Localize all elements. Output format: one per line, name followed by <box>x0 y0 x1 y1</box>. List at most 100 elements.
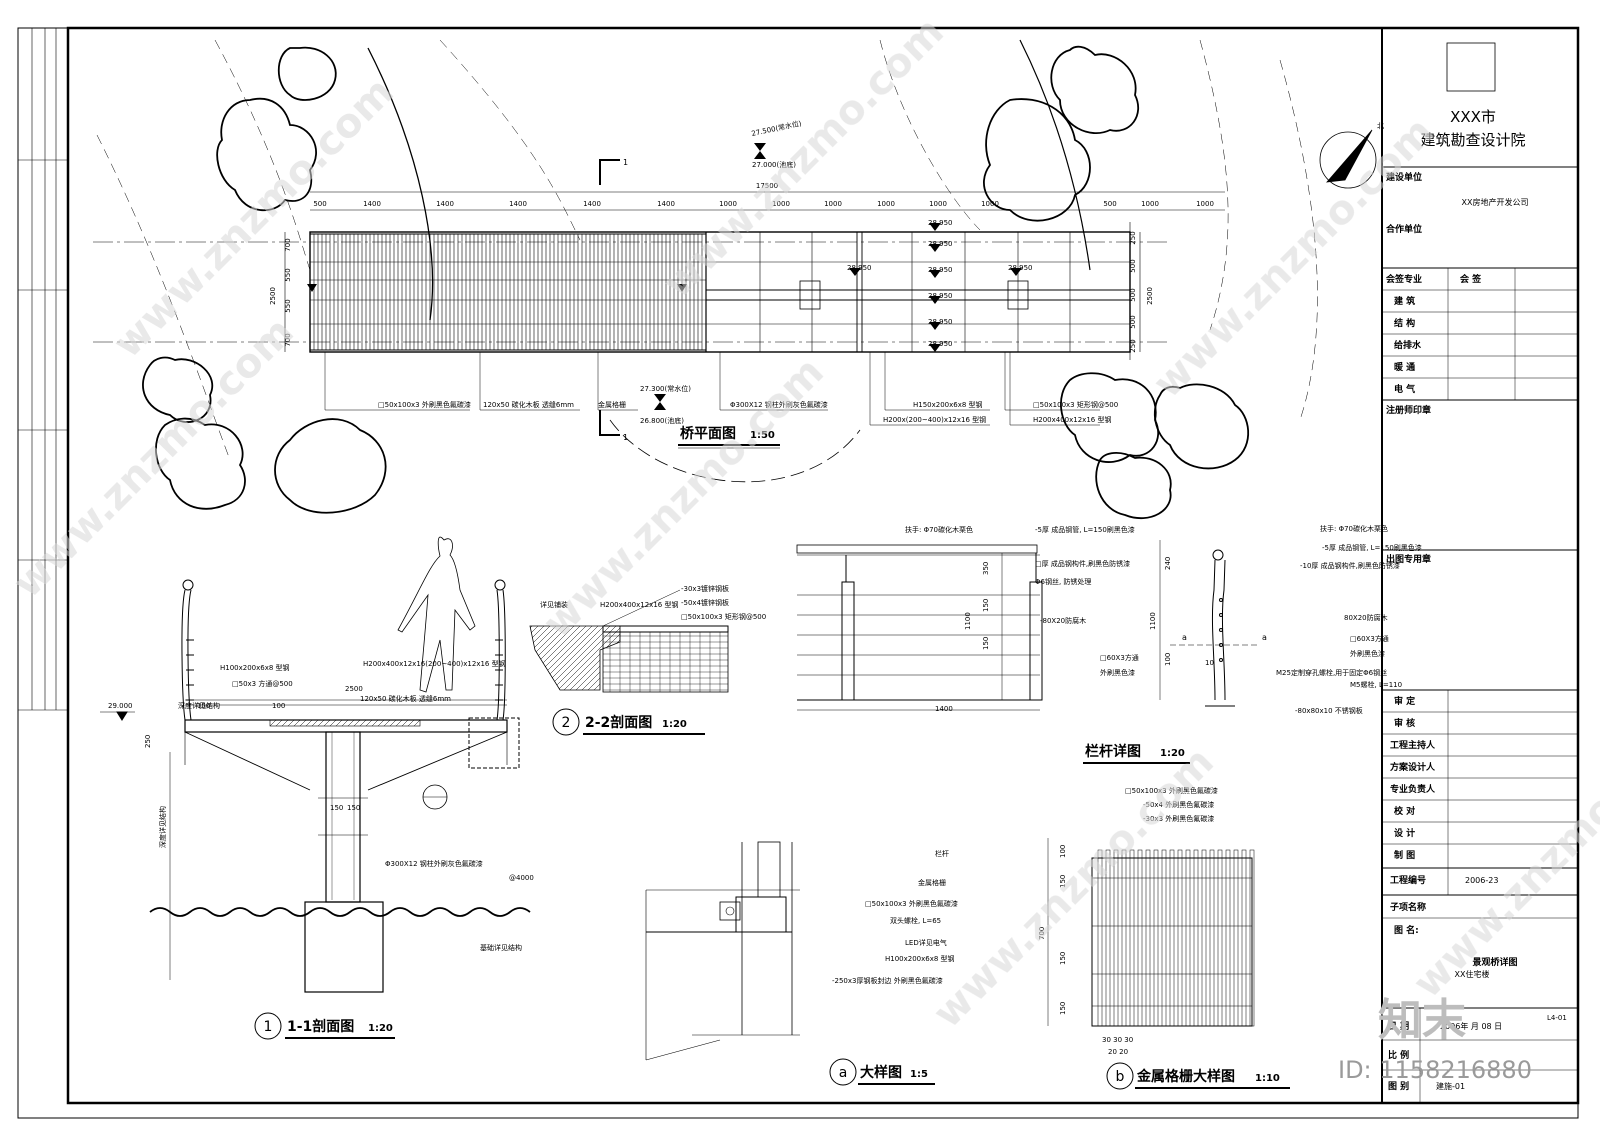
railing-section <box>1159 540 1260 707</box>
partner-label: 合作单位 <box>1386 223 1422 235</box>
tree-icon <box>983 45 1250 520</box>
svg-text:Φ300X12 钢柱外刷灰色氟碳漆: Φ300X12 钢柱外刷灰色氟碳漆 <box>730 400 828 409</box>
svg-text:-5厚 成品钢管, L=150刷黑色漆: -5厚 成品钢管, L=150刷黑色漆 <box>1322 543 1422 552</box>
detail-b-labels: □50x100x3 外刷黑色氟碳漆 -50x4 外刷黑色氟碳漆 -30x3 外刷… <box>1038 786 1218 1056</box>
plan-labels: □50x100x3 外刷黑色氟碳漆 120x50 碳化木板 透缝6mm 金属格栅… <box>378 400 1118 424</box>
drawing-name-label: 图 名: <box>1394 924 1419 936</box>
svg-text:1400: 1400 <box>935 705 953 713</box>
svg-text:□50x100x3 外刷黑色氟碳漆: □50x100x3 外刷黑色氟碳漆 <box>865 899 958 908</box>
svg-text:□60X3方通: □60X3方通 <box>1350 634 1389 643</box>
svg-text:H200x400x12x16 型钢: H200x400x12x16 型钢 <box>600 600 678 609</box>
tree-icon <box>142 46 387 514</box>
svg-text:700: 700 <box>1038 927 1046 940</box>
svg-text:H100x200x6x8 型钢: H100x200x6x8 型钢 <box>220 663 290 672</box>
discipline-5: 电 气 <box>1394 383 1415 395</box>
grating-bar <box>1209 849 1215 1027</box>
svg-text:150: 150 <box>330 804 343 812</box>
section-2-2 <box>529 589 729 693</box>
plan-top-dim: 1000 <box>1196 200 1214 208</box>
railing-elevation <box>796 544 1043 711</box>
svg-text:240: 240 <box>1164 557 1172 570</box>
plan-top-dim: 1000 <box>824 200 842 208</box>
svg-text:1:20: 1:20 <box>662 719 687 730</box>
svg-text:b: b <box>1116 1069 1125 1085</box>
svg-text:□50x100x3 矩形钢@500: □50x100x3 矩形钢@500 <box>1033 400 1118 409</box>
grating-bar <box>1153 849 1159 1027</box>
svg-text:28.950: 28.950 <box>928 318 953 326</box>
plan-top-dim: 1400 <box>657 200 675 208</box>
svg-text:350: 350 <box>982 562 990 575</box>
issue-stamp-label: 出图专用章 <box>1386 553 1431 565</box>
svg-text:深度详见结构: 深度详见结构 <box>158 806 167 848</box>
grating-bar <box>1193 849 1199 1027</box>
role-6: 校 对 <box>1394 805 1415 817</box>
grating-bar <box>1145 849 1151 1027</box>
grating-bar <box>1097 849 1103 1027</box>
water-level-bottom: 27.300(常水位) 26.800(池底) <box>640 384 691 425</box>
scale-label: 比 例 <box>1388 1049 1409 1061</box>
grating-bar <box>1201 849 1207 1027</box>
drawing-sub: XX住宅楼 <box>1455 969 1490 979</box>
sign-header-1: 会签专业 <box>1386 273 1422 285</box>
svg-text:10: 10 <box>1205 659 1214 667</box>
svg-text:1-1剖面图: 1-1剖面图 <box>287 1018 354 1035</box>
svg-text:28.950: 28.950 <box>928 292 953 300</box>
svg-text:-30x3镀锌钢板: -30x3镀锌钢板 <box>681 584 729 593</box>
grating-bar <box>1161 849 1167 1027</box>
elevation-markers: 28.950 28.950 28.950 28.950 28.950 28.95… <box>307 219 1033 352</box>
plan-dimension-lines <box>284 191 1225 360</box>
north-arrow-icon: 北 <box>1319 122 1384 189</box>
svg-text:-30x3 外刷黑色氟碳漆: -30x3 外刷黑色氟碳漆 <box>1143 814 1214 823</box>
svg-text:1:20: 1:20 <box>368 1023 393 1034</box>
svg-text:-50x4镀锌钢板: -50x4镀锌钢板 <box>681 598 729 607</box>
inner-frame <box>66 26 1580 1105</box>
svg-text:30 30 30: 30 30 30 <box>1102 1036 1133 1044</box>
plan-top-dim: 1400 <box>509 200 527 208</box>
company-line2: 建筑勘查设计院 <box>1420 131 1525 149</box>
role-2: 审 核 <box>1394 717 1415 729</box>
plan-top-dim: 1400 <box>436 200 454 208</box>
svg-text:1100: 1100 <box>964 612 972 630</box>
svg-text:2500: 2500 <box>345 685 363 693</box>
plan-top-dim: 1400 <box>363 200 381 208</box>
discipline-4: 暖 通 <box>1394 361 1415 373</box>
svg-text:www.znzmo.com: www.znzmo.com <box>5 309 303 607</box>
svg-text:金属格栅: 金属格栅 <box>918 878 946 887</box>
logo-mark: 知末 ID: 1158216880 <box>1338 995 1532 1084</box>
svg-text:栏杆详图: 栏杆详图 <box>1085 743 1141 760</box>
title-block-text: XXX市 建筑勘查设计院 建设单位 XX房地产开发公司 合作单位 会签专业 会 … <box>1386 108 1567 1092</box>
svg-text:扶手: Φ70碳化木栗色: 扶手: Φ70碳化木栗色 <box>1320 524 1388 533</box>
reg-stamp-label: 注册师印章 <box>1386 404 1431 416</box>
company-line1: XXX市 <box>1450 108 1496 126</box>
watermark: www.znzmo.com www.znzmo.com www.znzmo.co… <box>5 9 1600 1037</box>
svg-text:H200x400x12x16(200~400)x12x16: H200x400x12x16(200~400)x12x16 型钢 <box>363 659 506 668</box>
svg-text:LED详见电气: LED详见电气 <box>905 938 947 947</box>
role-1: 审 定 <box>1394 695 1416 707</box>
detail-a-labels: 栏杆 金属格栅 □50x100x3 外刷黑色氟碳漆 双头螺栓, L=65 LED… <box>832 849 958 985</box>
client-name: XX房地产开发公司 <box>1462 197 1529 207</box>
svg-text:100: 100 <box>272 702 285 710</box>
section-2-2-title: 2 2-2剖面图 1:20 <box>552 708 705 736</box>
sheet-label: 图 别 <box>1388 1080 1409 1092</box>
plan-top-dim: 1000 <box>772 200 790 208</box>
plan-left-total: 2500 <box>269 287 277 305</box>
grating-bar <box>1137 849 1143 1027</box>
svg-text:-80X20防腐木: -80X20防腐木 <box>1040 616 1086 625</box>
plan-leaders <box>324 352 1100 426</box>
plan-top-dim: 1400 <box>583 200 601 208</box>
svg-text:□50x3 方通@500: □50x3 方通@500 <box>232 679 293 688</box>
svg-text:北: 北 <box>1377 122 1384 130</box>
svg-text:27.300(常水位): 27.300(常水位) <box>640 384 691 393</box>
plan-left-dim: 700 <box>284 333 292 346</box>
grating-bar <box>1217 849 1223 1027</box>
svg-text:外刷黑色漆: 外刷黑色漆 <box>1100 668 1135 677</box>
plan-right-dim: 500 <box>1129 315 1137 328</box>
svg-text:28.950: 28.950 <box>928 240 953 248</box>
svg-text:深度详见结构: 深度详见结构 <box>178 701 220 710</box>
svg-text:100: 100 <box>1164 653 1172 666</box>
svg-text:26.800(池底): 26.800(池底) <box>640 416 684 425</box>
section-2-2-labels: 详见铺装 H200x400x12x16 型钢 -30x3镀锌钢板 -50x4镀锌… <box>540 584 766 621</box>
detail-a-title: a 大样图 1:5 <box>829 1058 935 1086</box>
role-5: 专业负责人 <box>1390 783 1436 795</box>
